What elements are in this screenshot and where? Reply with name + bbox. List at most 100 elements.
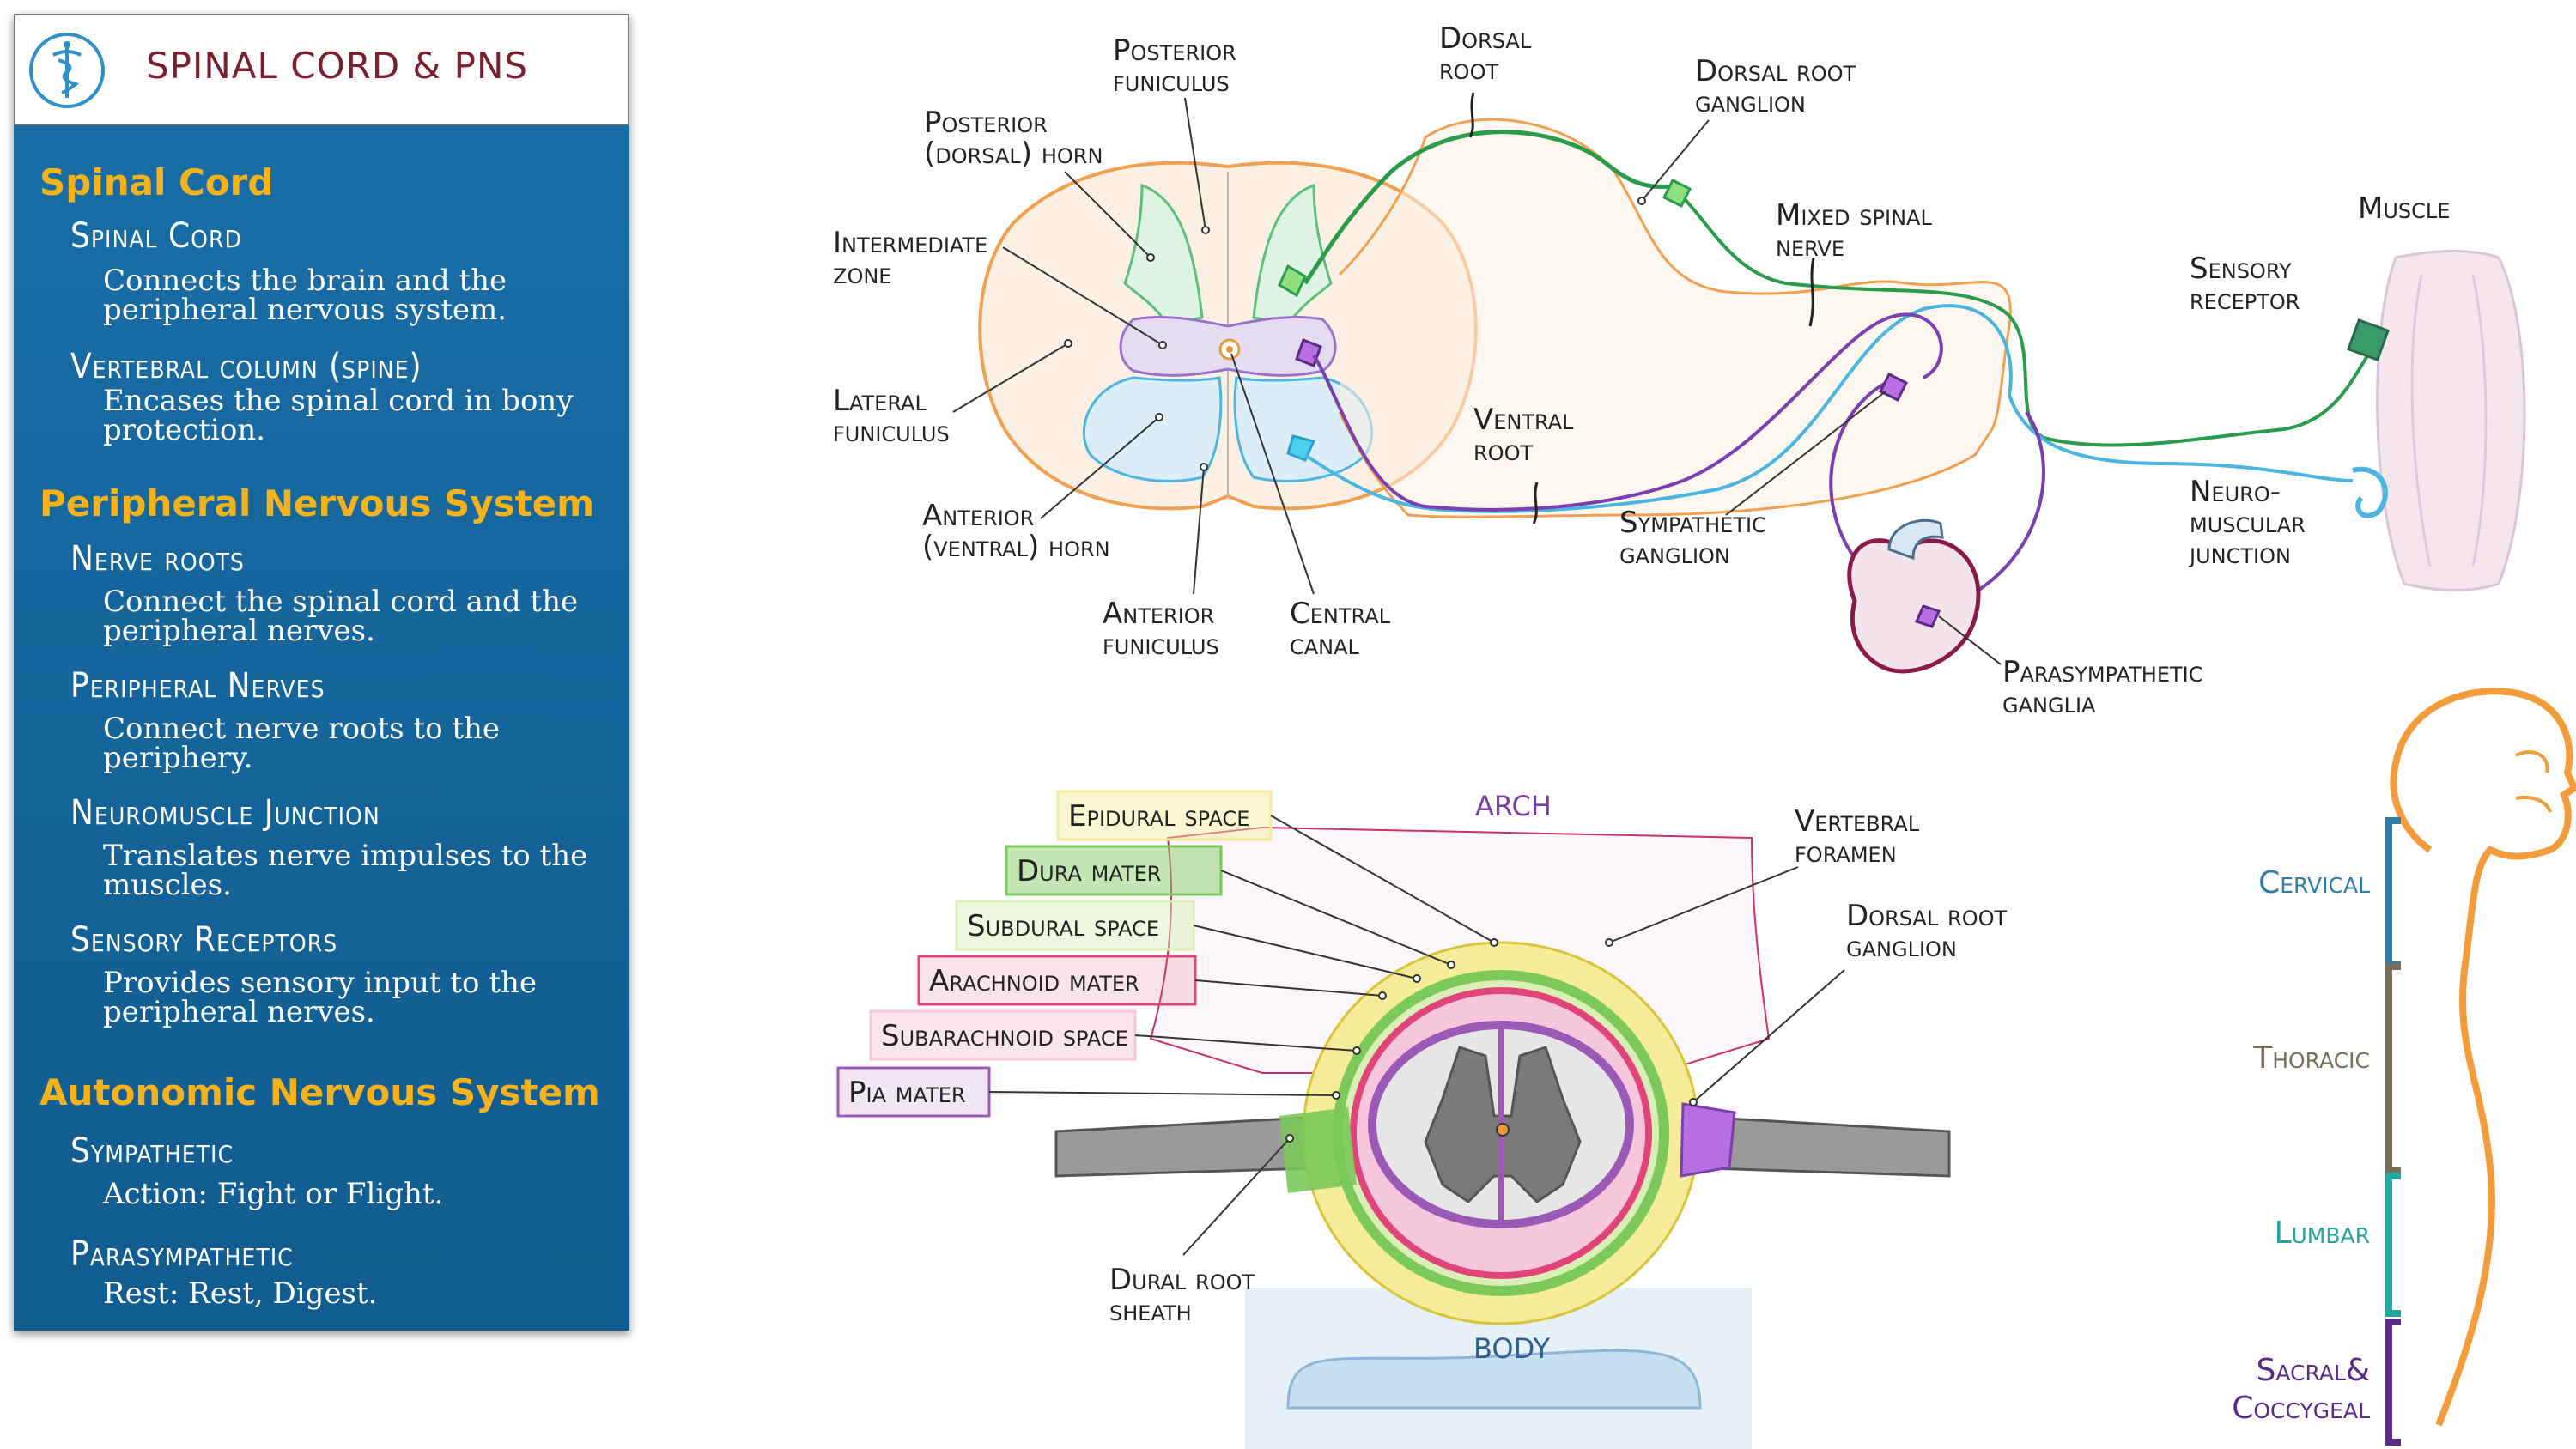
- label-bottom-drg-1: Dorsal root: [1846, 899, 2007, 933]
- section-heading-spinal-cord: Spinal Cord: [39, 161, 274, 203]
- autonomic-fiber: [1312, 312, 1943, 512]
- term-sympathetic: Sympathetic: [70, 1131, 234, 1171]
- desc-neuromuscle-junction-1: Translates nerve impulses to the: [103, 839, 588, 873]
- label-lateral-funiculus-1: Lateral: [833, 384, 927, 418]
- legend-leader-4: [1134, 1034, 1358, 1052]
- cord-labels: Posterior funiculus Posterior (dorsal) h…: [833, 21, 2450, 720]
- label-dorsal-root-1: Dorsal: [1439, 21, 1532, 56]
- spine-silhouette: [2390, 688, 2576, 1427]
- legend-label-0: Epidural space: [1068, 799, 1249, 834]
- label-mixed-nerve-1: Mixed spinal: [1776, 198, 1932, 233]
- legend-dot-3: [1378, 991, 1387, 1000]
- summary-panel: SPINAL CORD & PNS Spinal Cord Spinal Cor…: [14, 14, 629, 1331]
- legend-label-4: Subarachnoid space: [881, 1019, 1128, 1053]
- caduceus-icon: [29, 33, 105, 108]
- spinal-nerve-sheath: [1338, 118, 2012, 518]
- section-heading-ans: Autonomic Nervous System: [39, 1071, 600, 1113]
- label-sympathetic-ganglion-2: ganglion: [1619, 537, 1730, 571]
- nerve-pathways: [1303, 92, 2372, 594]
- legend-dot-0: [1490, 938, 1498, 947]
- region-label-2: Lumbar: [2274, 1216, 2370, 1251]
- legend-leader-0: [1270, 815, 1495, 943]
- label-anterior-funiculus-2: funiculus: [1103, 627, 1219, 662]
- desc-neuromuscle-junction-2: muscles.: [103, 868, 232, 902]
- sensory-neuron-terminal: [1278, 264, 1307, 298]
- dorsal-root-ganglion-cell: [1662, 178, 1692, 209]
- label-vertebral-foramen-1: Vertebral: [1795, 804, 1920, 839]
- region-bracket-2: [2385, 1173, 2401, 1317]
- parasympathetic-ganglion-body: [1914, 604, 1941, 628]
- legend-leader-1: [1220, 870, 1452, 966]
- desc-peripheral-nerves-1: Connect nerve roots to the: [103, 712, 501, 746]
- label-intermediate-zone-2: zone: [833, 257, 891, 291]
- motor-neuron-body: [1286, 434, 1316, 462]
- section-heading-pns: Peripheral Nervous System: [39, 482, 594, 524]
- region-bracket-3: [2385, 1319, 2401, 1446]
- anterior-horn-left: [1082, 376, 1223, 482]
- label-posterior-horn-1: Posterior: [924, 106, 1048, 140]
- legend-label-2: Subdural space: [967, 909, 1159, 943]
- legend-leader-5: [988, 1091, 1337, 1096]
- desc-sympathetic: Action: Fight or Flight.: [103, 1177, 444, 1211]
- desc-sensory-receptors-1: Provides sensory input to the: [103, 966, 538, 1000]
- label-arch: ARCH: [1475, 790, 1552, 822]
- label-posterior-horn-2: (dorsal) horn: [924, 136, 1103, 171]
- label-vertebral-foramen-2: foramen: [1795, 835, 1897, 870]
- label-dorsal-root-2: root: [1439, 52, 1498, 87]
- legend-dot-4: [1352, 1046, 1361, 1055]
- legend-leader-3: [1194, 979, 1383, 997]
- desc-vertebral-column-2: protection.: [103, 413, 266, 447]
- label-sensory-receptor-2: receptor: [2190, 282, 2300, 317]
- legend-label-1: Dura mater: [1017, 854, 1161, 888]
- label-central-canal-1: Central: [1290, 597, 1391, 631]
- head-and-spine-outline: [2392, 688, 2576, 1427]
- label-drg-1: Dorsal root: [1695, 54, 1856, 88]
- term-neuromuscle-junction: Neuromuscle Junction: [70, 793, 380, 833]
- sympathetic-ganglion-body: [1878, 372, 1909, 403]
- label-bottom-drg-2: ganglion: [1846, 930, 1957, 964]
- region-label-1: Thoracic: [2252, 1040, 2370, 1076]
- label-anterior-funiculus-1: Anterior: [1103, 597, 1214, 631]
- label-drg-2: ganglion: [1695, 85, 1806, 119]
- desc-spinal-cord-2: peripheral nervous system.: [103, 293, 507, 327]
- label-muscle: Muscle: [2358, 191, 2450, 226]
- term-spinal-cord: Spinal Cord: [70, 216, 242, 256]
- legend-box-4: [869, 1009, 1137, 1061]
- legend-label-3: Arachnoid mater: [929, 964, 1139, 998]
- label-dural-root-sheath-2: sheath: [1109, 1294, 1192, 1328]
- term-nerve-roots: Nerve roots: [70, 539, 245, 579]
- label-nmj-3: junction: [2188, 537, 2291, 571]
- desc-peripheral-nerves-2: periphery.: [103, 741, 253, 775]
- sensory-fiber-peripheral: [1681, 196, 2372, 447]
- label-parasympathetic-ganglia-1: Parasympathetic: [2002, 655, 2203, 689]
- region-label-3: Sacral&: [2257, 1353, 2370, 1388]
- region-label-0: Cervical: [2258, 865, 2370, 900]
- label-ventral-root-2: root: [1473, 433, 1533, 468]
- legend-label-5: Pia mater: [848, 1076, 966, 1110]
- region-bracket-1: [2385, 963, 2401, 1174]
- desc-spinal-cord-1: Connects the brain and the: [103, 264, 507, 298]
- parasympathetic-fiber: [1973, 410, 2045, 594]
- label-nmj-1: Neuro-: [2190, 475, 2281, 509]
- desc-sensory-receptors-2: peripheral nerves.: [103, 995, 375, 1029]
- label-lateral-funiculus-2: funiculus: [833, 415, 950, 449]
- sensory-fiber-dorsal: [1303, 130, 1686, 285]
- legend-box-1: [1005, 845, 1223, 896]
- desc-vertebral-column-1: Encases the spinal cord in bony: [103, 384, 574, 418]
- legend-box-0: [1056, 790, 1273, 841]
- legend-dot-5: [1332, 1091, 1340, 1100]
- dural-root-sheath: [1279, 1107, 1357, 1193]
- label-sensory-receptor-1: Sensory: [2190, 252, 2292, 286]
- label-posterior-funiculus-2: funiculus: [1113, 64, 1230, 99]
- dorsal-root-ganglion: [1680, 1102, 1736, 1178]
- neuromuscular-junction-icon: [2352, 466, 2389, 518]
- label-anterior-horn-1: Anterior: [922, 499, 1034, 533]
- legend-dot-1: [1447, 961, 1455, 969]
- label-mixed-nerve-2: nerve: [1776, 229, 1844, 264]
- label-anterior-horn-2: (ventral) horn: [922, 530, 1110, 564]
- vertebra-labels: ARCH BODY Vertebral foramen Dorsal root …: [836, 790, 2007, 1365]
- sensory-receptor-icon: [2347, 318, 2390, 361]
- label-central-canal-2: canal: [1290, 627, 1360, 662]
